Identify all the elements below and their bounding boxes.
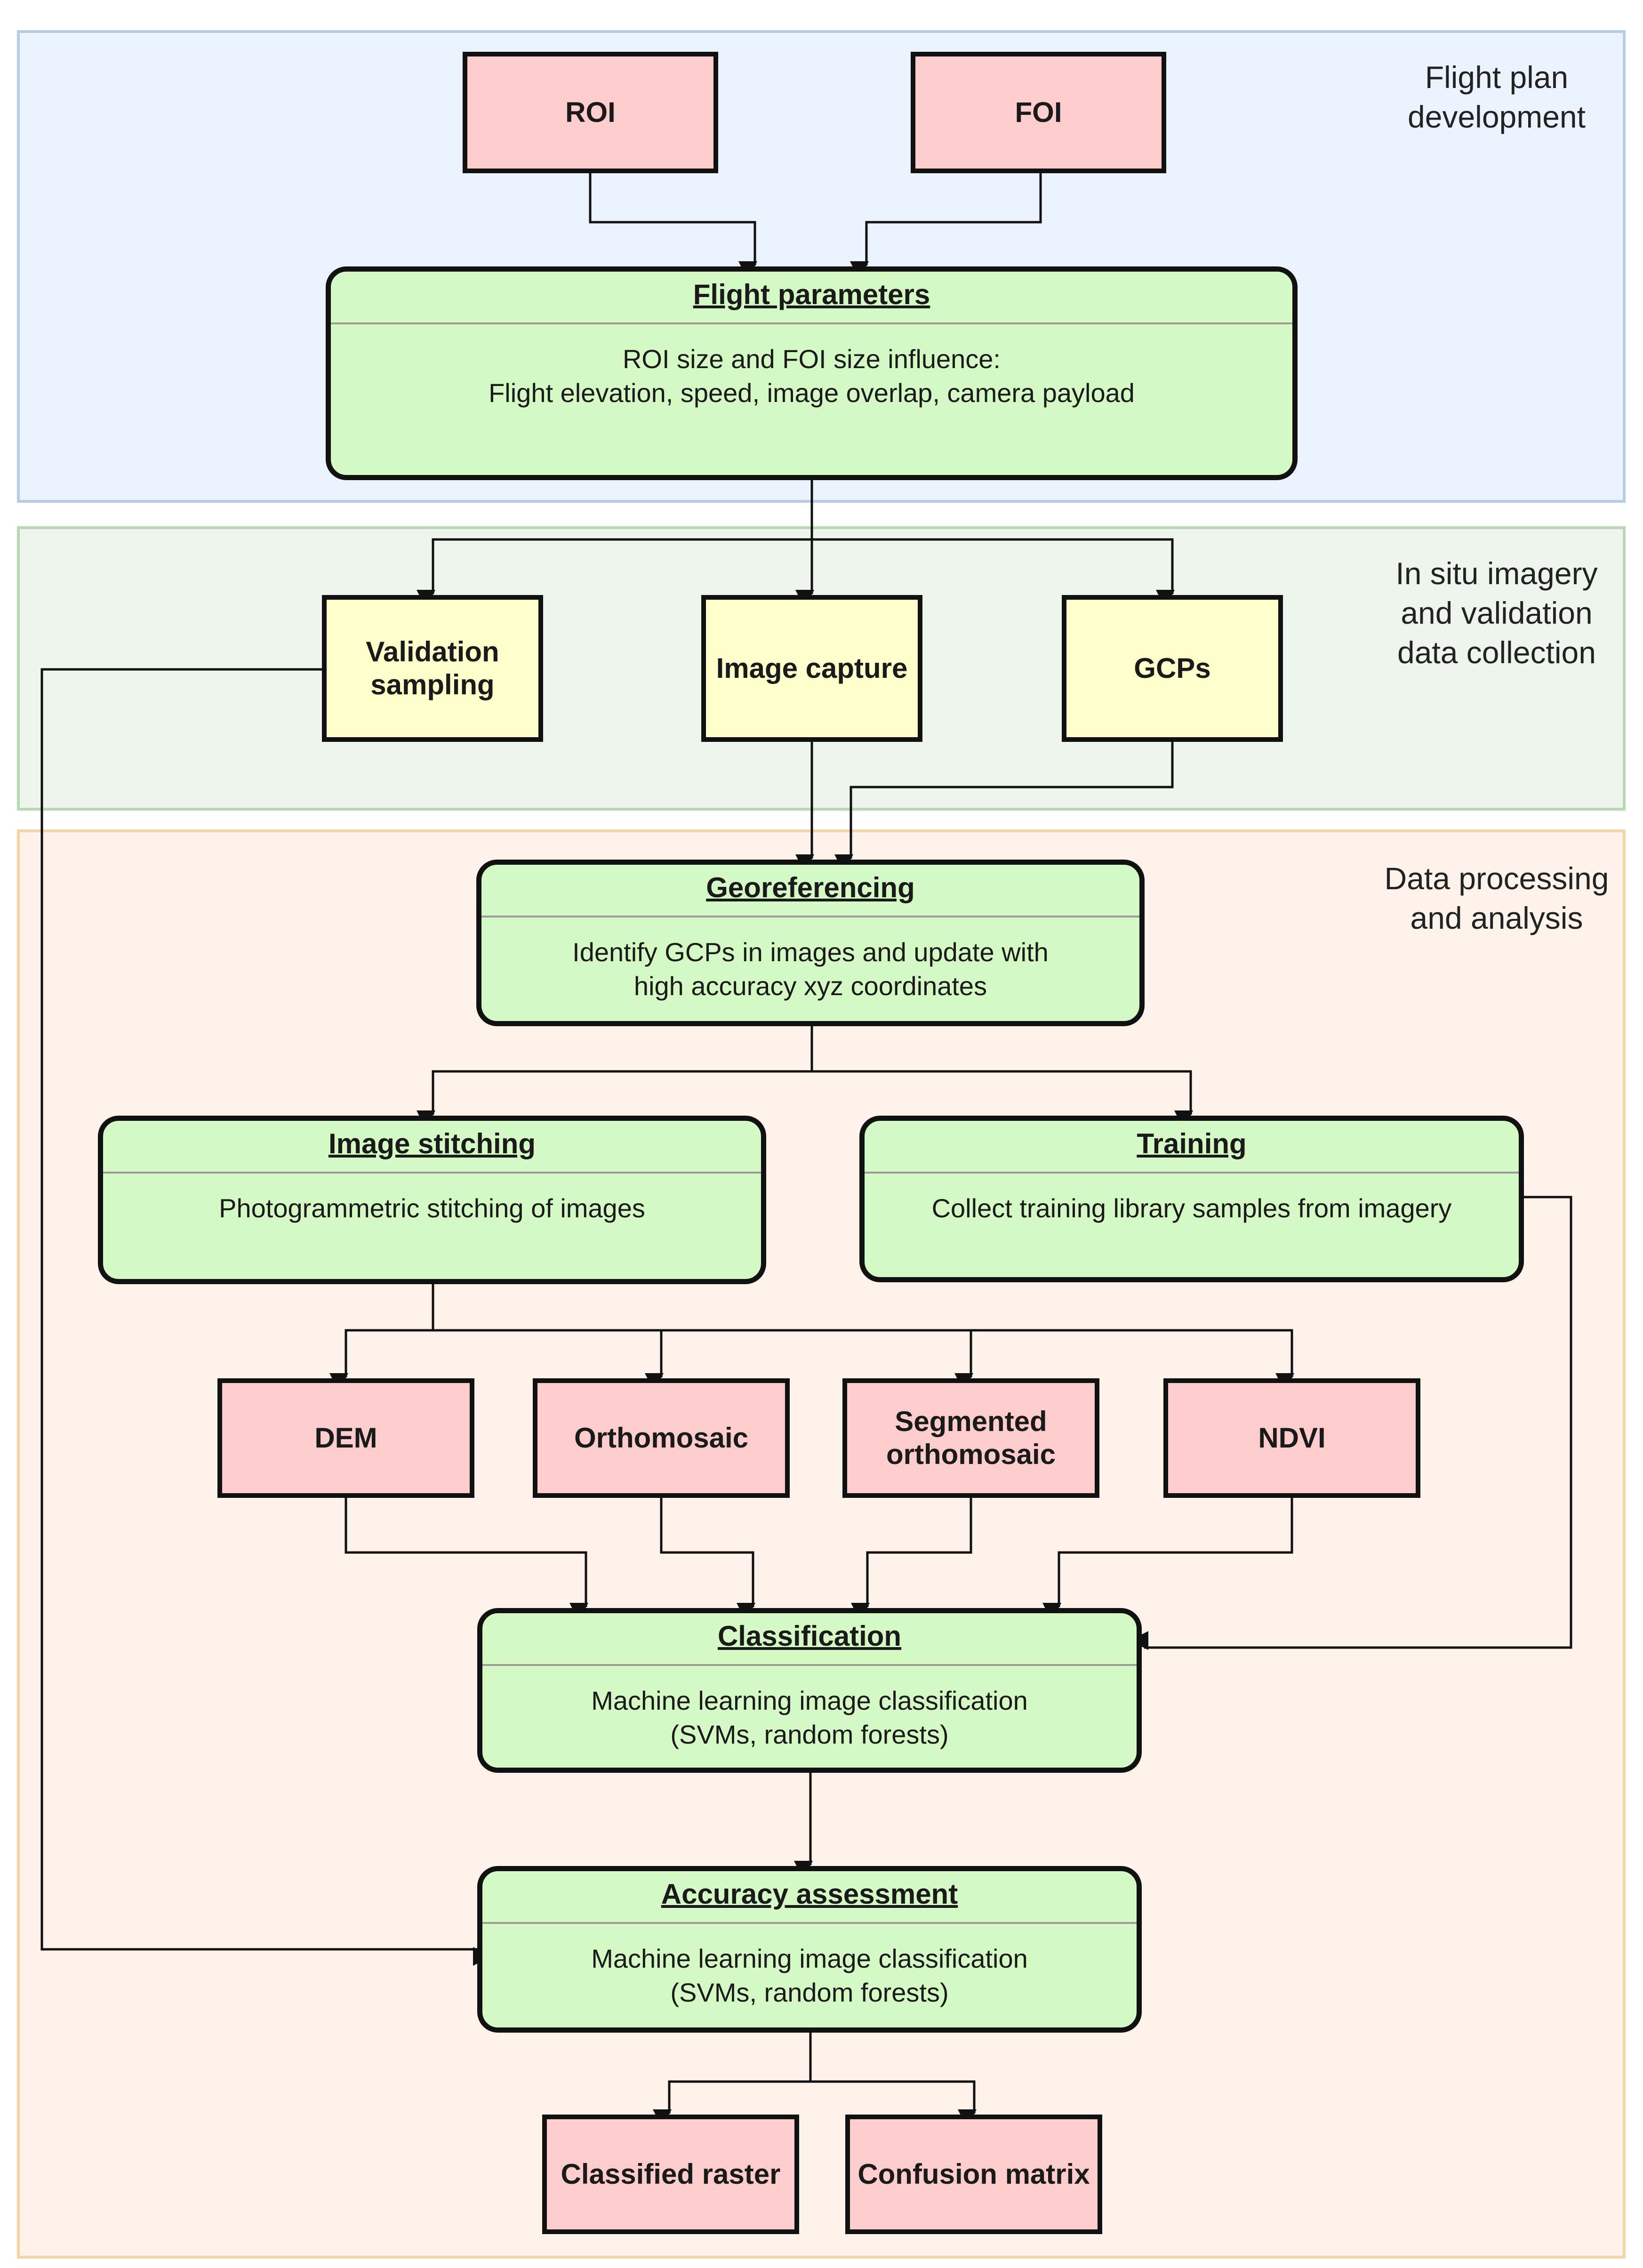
flight-parameters-title: Flight parameters xyxy=(693,279,930,310)
connector-to-ndvi xyxy=(433,1329,1294,1392)
classification-title: Classification xyxy=(717,1620,902,1652)
segmented-orthomosaic-box: Segmented orthomosaic xyxy=(842,1378,1099,1498)
georeferencing-box: Georeferencing Identify GCPs in images a… xyxy=(476,860,1145,1026)
foi-box: FOI xyxy=(911,52,1166,173)
accuracy-assessment-box: Accuracy assessment Machine learning ima… xyxy=(477,1866,1142,2033)
connector-roi-to-flight-parameters xyxy=(589,173,757,280)
image-stitching-box: Image stitching Photogrammetric stitchin… xyxy=(98,1116,766,1284)
flight-parameters-divider xyxy=(331,322,1292,324)
connector-validation-to-accuracy xyxy=(40,668,492,1966)
georeferencing-divider xyxy=(481,916,1139,917)
flight-parameters-box: Flight parameters ROI size and FOI size … xyxy=(326,266,1298,480)
image-stitching-title: Image stitching xyxy=(328,1128,536,1159)
connector-to-image-stitching xyxy=(417,1026,813,1129)
connector-to-dem xyxy=(329,1284,434,1392)
connector-to-gcps xyxy=(812,538,1175,609)
georeferencing-title: Georeferencing xyxy=(706,872,915,903)
georeferencing-description: Identify GCPs in images and update with … xyxy=(572,937,1049,1001)
confusion-matrix-box: Confusion matrix xyxy=(845,2115,1102,2234)
connector-to-orthomosaic xyxy=(433,1329,664,1392)
classified-raster-box: Classified raster xyxy=(542,2115,799,2234)
connector-dem-to-classification xyxy=(345,1498,588,1622)
classification-box: Classification Machine learning image cl… xyxy=(477,1608,1142,1773)
connector-to-classified-raster xyxy=(653,2033,812,2128)
classification-divider xyxy=(482,1664,1137,1666)
image-capture-box: Image capture xyxy=(701,595,922,742)
connector-foi-to-flight-parameters xyxy=(850,173,1042,280)
connector-to-confusion-matrix xyxy=(810,2080,977,2128)
training-divider xyxy=(865,1172,1519,1174)
flight-parameters-description: ROI size and FOI size influence: Flight … xyxy=(489,344,1135,408)
connector-orthomosaic-to-classification xyxy=(660,1498,755,1622)
data-processing-section-label: Data processing and analysis xyxy=(1384,861,1609,935)
classification-description: Machine learning image classification (S… xyxy=(591,1686,1028,1749)
training-title: Training xyxy=(1137,1128,1247,1159)
image-stitching-description: Photogrammetric stitching of images xyxy=(219,1193,645,1223)
orthomosaic-box: Orthomosaic xyxy=(533,1378,790,1498)
connector-to-segmented-orthomosaic xyxy=(433,1329,973,1392)
validation-sampling-box: Validation sampling xyxy=(322,595,543,742)
connector-segmented-to-classification xyxy=(851,1498,972,1622)
connector-to-training xyxy=(812,1070,1193,1129)
image-stitching-divider xyxy=(103,1172,761,1174)
gcps-box: GCPs xyxy=(1062,595,1283,742)
connector-to-validation-sampling xyxy=(417,538,812,609)
accuracy-assessment-divider xyxy=(482,1922,1137,1924)
ndvi-box: NDVI xyxy=(1163,1378,1420,1498)
data-processing-section xyxy=(17,829,1626,2259)
training-box: Training Collect training library sample… xyxy=(859,1116,1524,1282)
training-description: Collect training library samples from im… xyxy=(931,1193,1452,1223)
accuracy-assessment-title: Accuracy assessment xyxy=(661,1878,958,1910)
accuracy-assessment-description: Machine learning image classification (S… xyxy=(591,1944,1028,2007)
connector-training-to-classification xyxy=(1130,1196,1572,1650)
flight-plan-section-label: Flight plan development xyxy=(1408,60,1586,134)
roi-box: ROI xyxy=(463,52,718,173)
connector-ndvi-to-classification xyxy=(1042,1498,1293,1622)
in-situ-section-label: In situ imagery and validation data coll… xyxy=(1395,556,1598,670)
connector-gcps-to-georeferencing xyxy=(834,742,1174,873)
dem-box: DEM xyxy=(217,1378,474,1498)
